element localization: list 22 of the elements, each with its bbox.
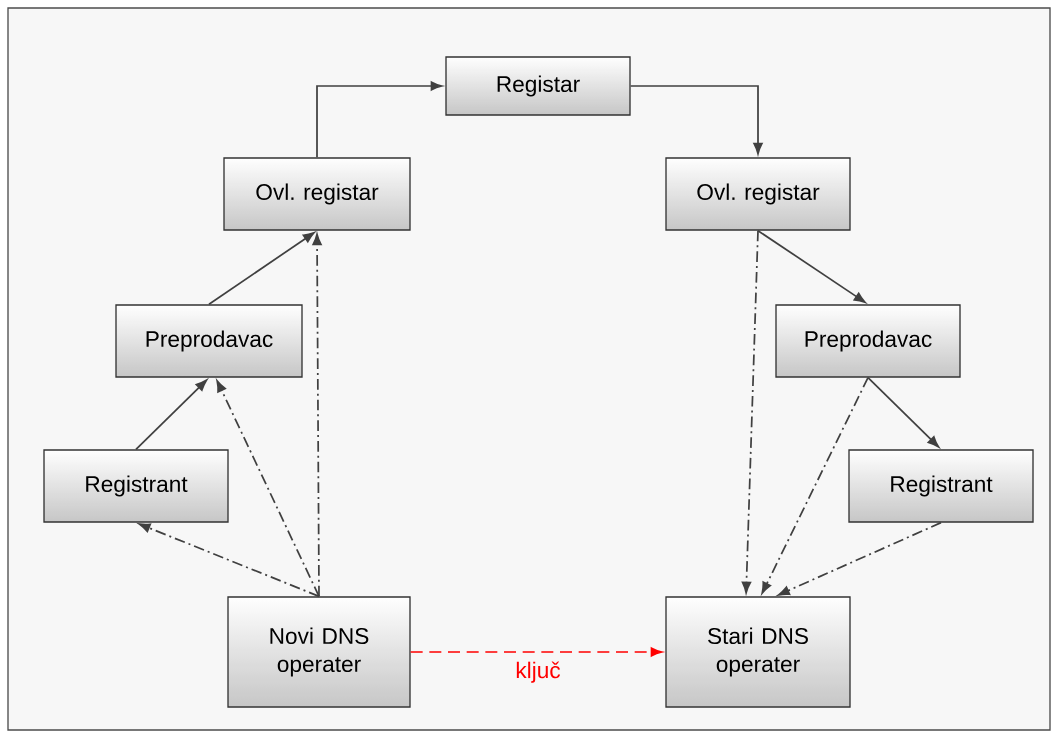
- arrow: [629, 85, 763, 155]
- arrow: [135, 379, 208, 451]
- arrow: [757, 229, 866, 304]
- arrow: [867, 376, 940, 448]
- process-box: Ovl. registar: [223, 157, 411, 231]
- arrow: [208, 231, 315, 306]
- process-box: Novi DNS operater: [227, 596, 411, 708]
- arrow: [316, 81, 443, 159]
- arrow: [741, 229, 759, 594]
- process-box: Registrant: [848, 449, 1034, 523]
- arrow: [138, 523, 320, 598]
- arrow: [216, 380, 320, 598]
- process-box: Preprodavac: [115, 304, 303, 378]
- arrow: [761, 376, 869, 594]
- process-box: Registrant: [43, 449, 229, 523]
- process-box: Registar: [445, 56, 631, 116]
- process-box: Preprodavac: [775, 304, 961, 378]
- process-box: Stari DNS operater: [665, 596, 851, 708]
- process-box: Ovl. registar: [665, 157, 851, 231]
- arrow: [777, 521, 942, 596]
- arrow: [312, 233, 322, 598]
- arrow: [409, 647, 663, 657]
